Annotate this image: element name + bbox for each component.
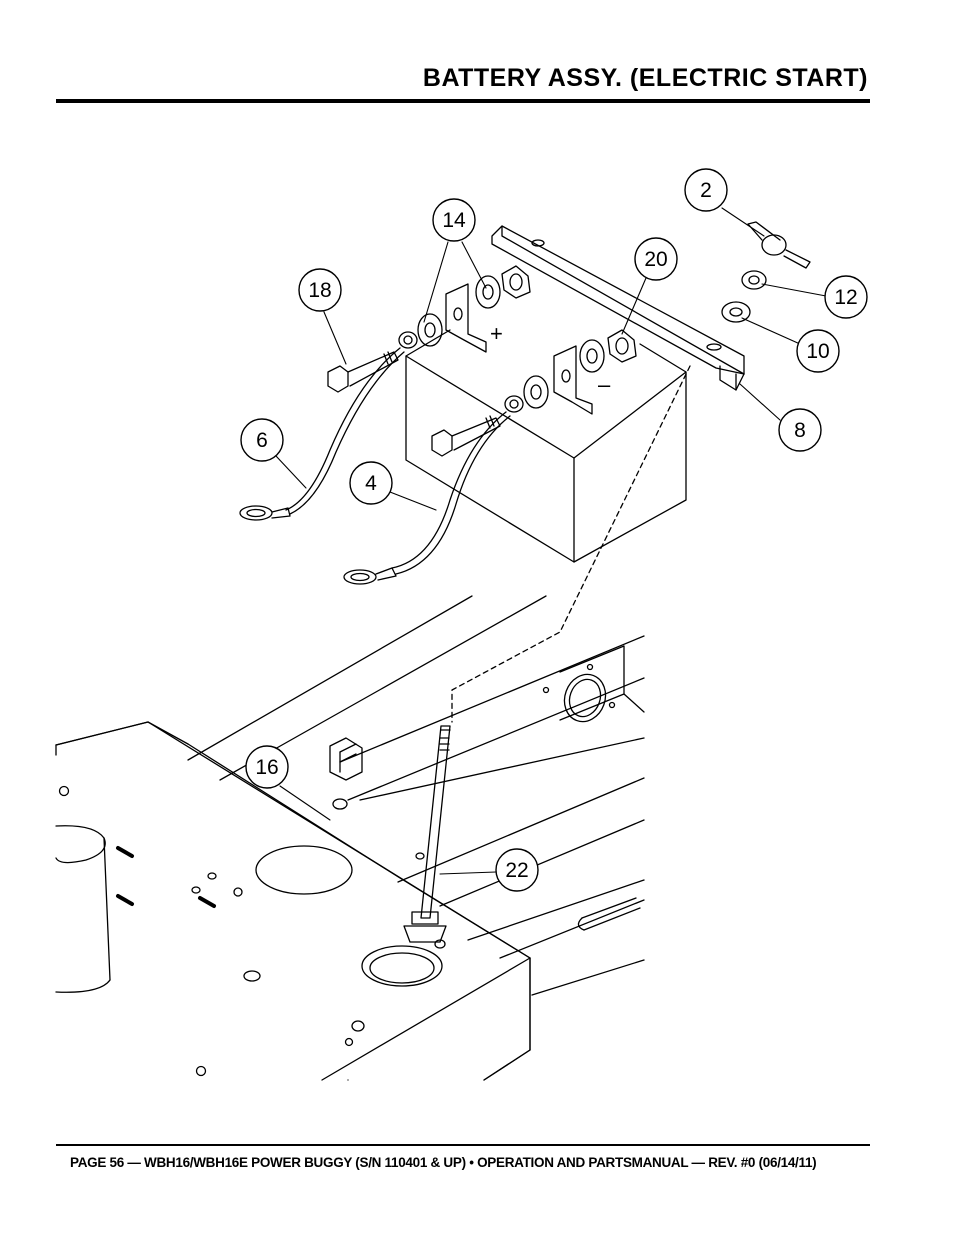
callout-label-14: 14	[442, 209, 466, 232]
callout-label-2: 2	[700, 179, 712, 202]
callout-label-12: 12	[834, 286, 857, 309]
negative-terminal-bolt	[431, 415, 501, 457]
wing-nut	[747, 221, 811, 269]
positive-terminal-mark: +	[490, 321, 503, 346]
assembly-centerline	[451, 365, 691, 723]
positive-terminal-bolt	[327, 351, 399, 393]
chassis-plate-edges	[147, 721, 531, 1081]
chassis-frame	[55, 595, 645, 1081]
chassis-plate-diagonal	[321, 957, 531, 1081]
positive-terminal-hardware	[417, 265, 531, 353]
negative-terminal-hardware	[523, 329, 637, 415]
callouts	[240, 168, 868, 892]
negative-cable	[343, 395, 524, 585]
page-footer: PAGE 56 — WBH16/WBH16E POWER BUGGY (S/N …	[70, 1155, 817, 1170]
callout-label-18: 18	[308, 279, 331, 302]
page-title: BATTERY ASSY. (ELECTRIC START)	[422, 64, 868, 92]
callout-label-6: 6	[256, 429, 268, 452]
callout-label-8: 8	[794, 419, 806, 442]
battery	[405, 329, 687, 563]
hold-down-rod	[403, 725, 451, 943]
flat-washer	[721, 301, 751, 323]
footer-rule	[56, 1144, 870, 1146]
chassis-plate-left-front-edge	[322, 1050, 530, 1080]
leader-lines	[275, 207, 827, 875]
callout-label-20: 20	[644, 248, 667, 271]
callout-label-10: 10	[806, 340, 829, 363]
lock-washer	[741, 270, 767, 290]
header-rule	[56, 99, 870, 103]
callout-label-4: 4	[365, 472, 377, 495]
hold-down-bracket	[491, 225, 745, 391]
callout-label-16: 16	[255, 756, 278, 779]
negative-terminal-mark: –	[598, 372, 611, 397]
callout-label-22: 22	[505, 859, 528, 882]
positive-cable	[239, 331, 418, 521]
chassis-plate-bottom-edge	[322, 1050, 530, 1080]
